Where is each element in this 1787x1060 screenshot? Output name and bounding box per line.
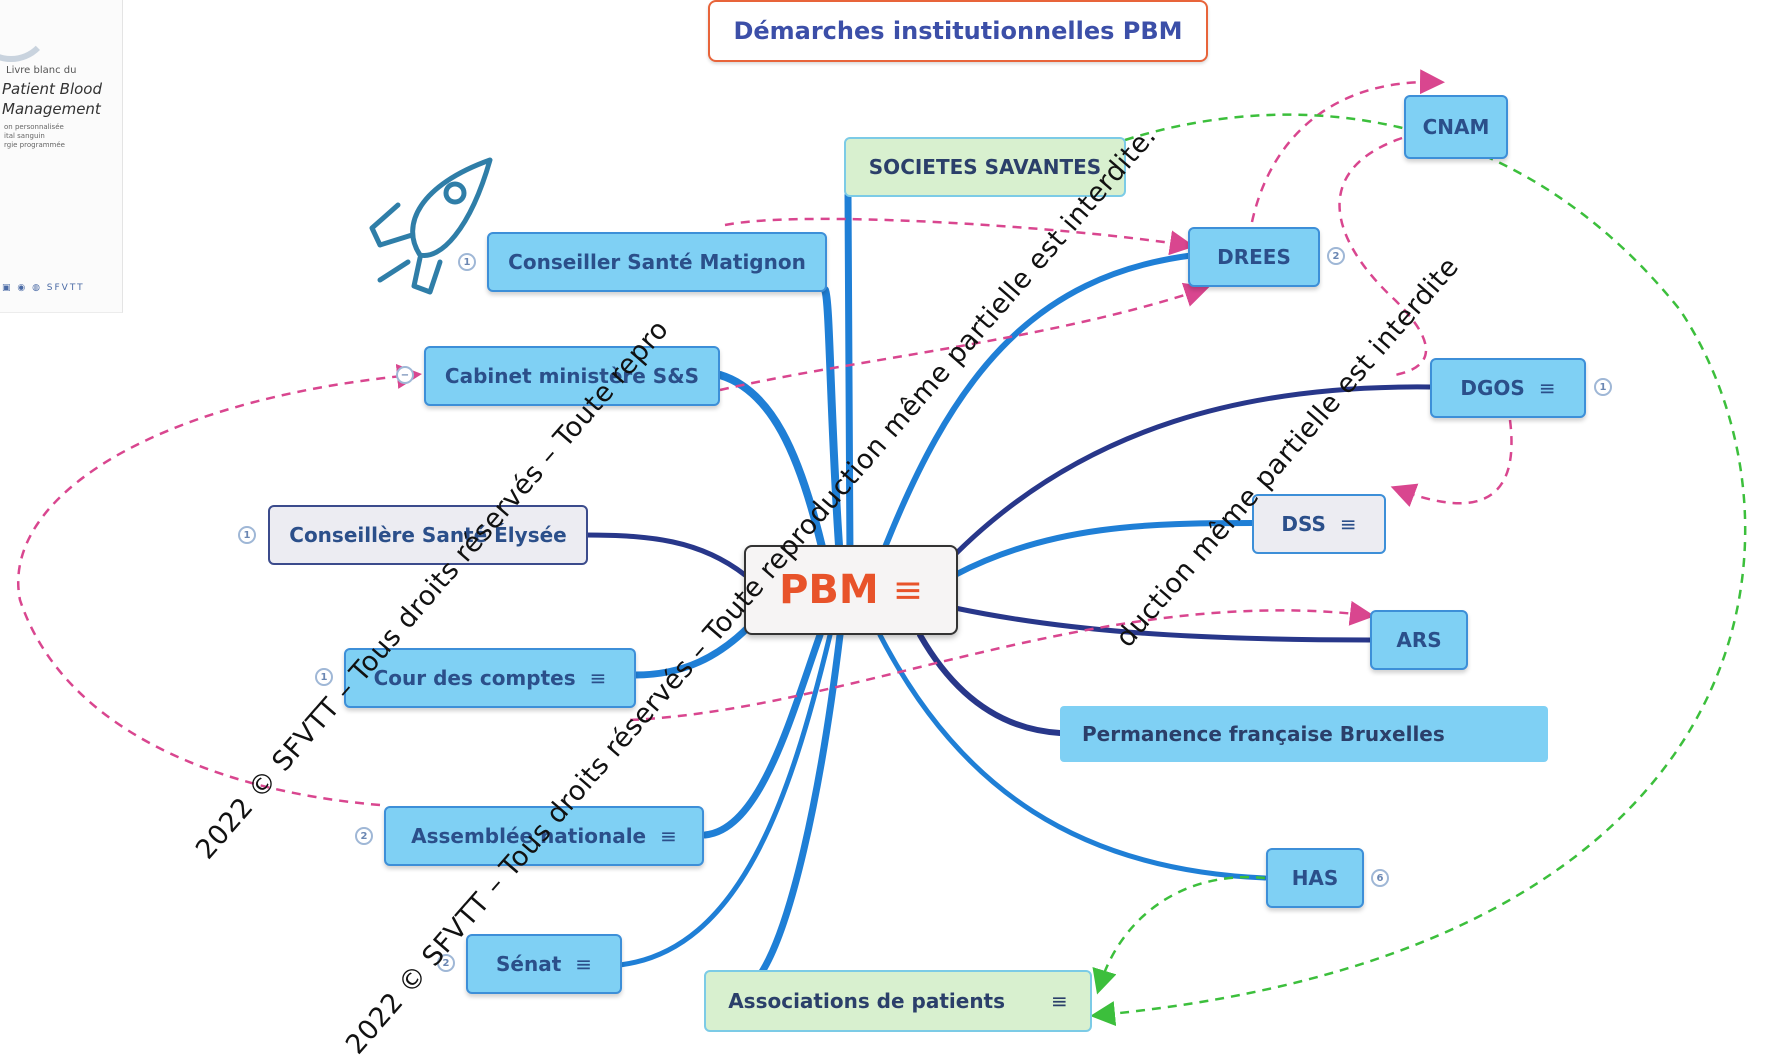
badge-matignon[interactable]: 1 (458, 253, 476, 271)
badge-drees[interactable]: 2 (1327, 247, 1345, 265)
branch-associations (756, 631, 844, 979)
branch-elysee (582, 532, 748, 578)
cover-logos: ▣ ◉ ◍ SFVTT (2, 283, 85, 293)
notes-icon: ≡ (892, 569, 923, 611)
cover-line-1: Livre blanc du (6, 65, 77, 76)
node-cour-des-comptes[interactable]: Cour des comptes ≡ (344, 648, 636, 708)
collapse-toggle-cabinet[interactable]: − (396, 366, 414, 384)
cover-line-2: Patient Blood (2, 80, 103, 98)
root-label: PBM (779, 567, 879, 613)
badge-senat[interactable]: 2 (437, 954, 455, 972)
node-dgos[interactable]: DGOS ≡ (1430, 358, 1586, 418)
root-node-pbm[interactable]: PBM ≡ (744, 545, 958, 635)
badge-dgos[interactable]: 1 (1594, 378, 1612, 396)
node-permanence-bruxelles[interactable]: Permanence française Bruxelles (1060, 706, 1548, 762)
link-assemblee-cabinet (17, 363, 422, 807)
link-matignon-drees (724, 217, 1195, 256)
badge-assemblee[interactable]: 2 (355, 827, 373, 845)
badge-has[interactable]: 6 (1371, 869, 1389, 887)
branch-permanence (917, 632, 1063, 736)
notes-icon: ≡ (1339, 512, 1357, 536)
link-has-associations (1092, 875, 1266, 995)
book-cover: Livre blanc du Patient Blood Management … (0, 0, 123, 313)
link-cabinet-drees (719, 282, 1210, 392)
branch-drees (877, 252, 1198, 563)
node-has[interactable]: HAS (1266, 848, 1364, 908)
node-conseillere-sante-elysee[interactable]: Conseillère Santé Élysée (268, 505, 588, 565)
rocket-icon (369, 157, 493, 295)
notes-icon: ≡ (660, 824, 677, 848)
link-drees-cnam (1250, 69, 1445, 223)
cover-subtitle: on personnalisée ital sanguin rgie progr… (4, 123, 65, 149)
branch-dss (952, 520, 1255, 578)
branch-matignon (821, 286, 844, 564)
notes-icon: ≡ (589, 666, 607, 690)
badge-cour[interactable]: 1 (315, 668, 333, 686)
node-societes-savantes[interactable]: SOCIETES SAVANTES (844, 137, 1126, 197)
node-cabinet-ministere[interactable]: Cabinet ministère S&S (424, 346, 720, 406)
link-cour-ars (629, 600, 1375, 722)
branch-societes-savantes (844, 191, 854, 564)
branch-assemblee (701, 631, 824, 839)
branch-dgos (937, 384, 1433, 573)
cover-swoosh-graphic (0, 0, 52, 62)
notes-icon: ≡ (1051, 989, 1068, 1013)
link-dgos-dss (1390, 419, 1513, 507)
page-title: Démarches institutionnelles PBM (708, 0, 1208, 62)
badge-elysee[interactable]: 1 (238, 526, 256, 544)
node-drees[interactable]: DREES (1188, 227, 1320, 287)
cover-line-3: Management (2, 100, 101, 118)
node-conseiller-sante-matignon[interactable]: Conseiller Santé Matignon (487, 232, 827, 292)
branch-senat (617, 632, 833, 968)
node-associations-patients[interactable]: Associations de patients ≡ (704, 970, 1092, 1032)
node-senat[interactable]: Sénat ≡ (466, 934, 622, 994)
branch-ars (952, 605, 1373, 643)
branch-has (877, 632, 1268, 881)
node-ars[interactable]: ARS (1370, 610, 1468, 670)
node-assemblee-nationale[interactable]: Assemblée nationale ≡ (384, 806, 704, 866)
mindmap-canvas (17, 69, 1747, 1027)
node-dss[interactable]: DSS ≡ (1252, 494, 1386, 554)
branch-cabinet (716, 371, 829, 564)
node-cnam[interactable]: CNAM (1404, 95, 1508, 159)
notes-icon: ≡ (1538, 376, 1556, 400)
notes-icon: ≡ (575, 952, 593, 976)
